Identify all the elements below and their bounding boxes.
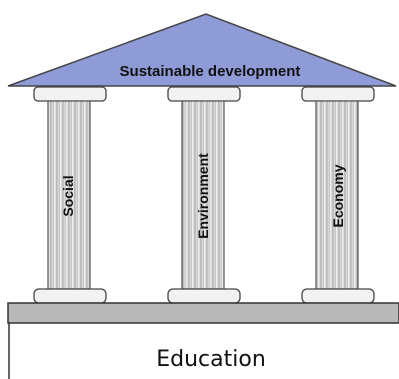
- pillar-capital: [33, 86, 107, 102]
- pillar-shaft: [315, 100, 359, 290]
- pillar-capital: [301, 86, 375, 102]
- pillar-capital: [167, 86, 241, 102]
- pillar-shaft: [47, 100, 91, 290]
- roof: Sustainable development: [7, 13, 397, 87]
- pillar-base: [33, 288, 107, 304]
- roof-label: Sustainable development: [120, 63, 301, 80]
- pillar-label: Environment: [195, 153, 211, 239]
- foundation-label: Education: [156, 347, 266, 372]
- pillar-environment: Environment: [167, 86, 241, 304]
- foundation-slab: [7, 302, 399, 324]
- pillar-label: Economy: [330, 164, 346, 227]
- pillar-social: Social: [33, 86, 107, 304]
- roof-triangle: [7, 13, 397, 87]
- foundation: Education: [7, 302, 399, 379]
- pillar-economy: Economy: [301, 86, 375, 304]
- pillar-base: [167, 288, 241, 304]
- pillar-base: [301, 288, 375, 304]
- pillar-shaft: [181, 100, 225, 290]
- pillar-label: Social: [60, 175, 76, 216]
